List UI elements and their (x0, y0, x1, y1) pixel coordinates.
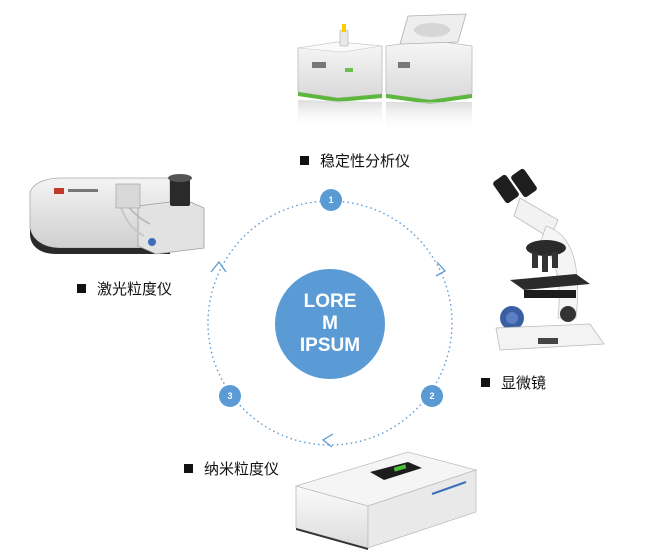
center-line-3: IPSUM (299, 335, 361, 356)
label-text-laser-particle-sizer: 激光粒度仪 (97, 280, 173, 298)
arrowhead-bottom (321, 433, 334, 448)
arrowhead-left (210, 260, 227, 273)
step-number-1: 1 (328, 195, 334, 205)
center-line-1: LORE (303, 291, 357, 312)
nano-particle-sizer-image (294, 451, 478, 550)
step-badge-2: 2 (421, 385, 443, 407)
label-text-nano-particle-sizer: 纳米粒度仪 (204, 460, 280, 478)
center-line-2: M (322, 313, 338, 334)
bullet-icon (77, 284, 86, 293)
step-badge-3: 3 (219, 385, 241, 407)
label-stability-analyzer: 稳定性分析仪 (300, 152, 410, 170)
step-number-3: 3 (227, 391, 233, 401)
center-circle: LORE M IPSUM (275, 269, 385, 379)
label-text-stability-analyzer: 稳定性分析仪 (320, 152, 411, 170)
step-number-2: 2 (429, 391, 435, 401)
label-nano-particle-sizer: 纳米粒度仪 (184, 460, 279, 478)
label-laser-particle-sizer: 激光粒度仪 (77, 280, 172, 298)
label-microscope: 显微镜 (481, 374, 546, 392)
microscope-image (493, 168, 605, 351)
laser-particle-sizer-image (29, 174, 205, 255)
arrowhead-right (435, 261, 447, 277)
bullet-icon (184, 464, 193, 473)
stability-analyzer-image (297, 13, 473, 132)
step-badge-1: 1 (320, 189, 342, 211)
bullet-icon (300, 156, 309, 165)
bullet-icon (481, 378, 490, 387)
label-text-microscope: 显微镜 (501, 374, 547, 392)
